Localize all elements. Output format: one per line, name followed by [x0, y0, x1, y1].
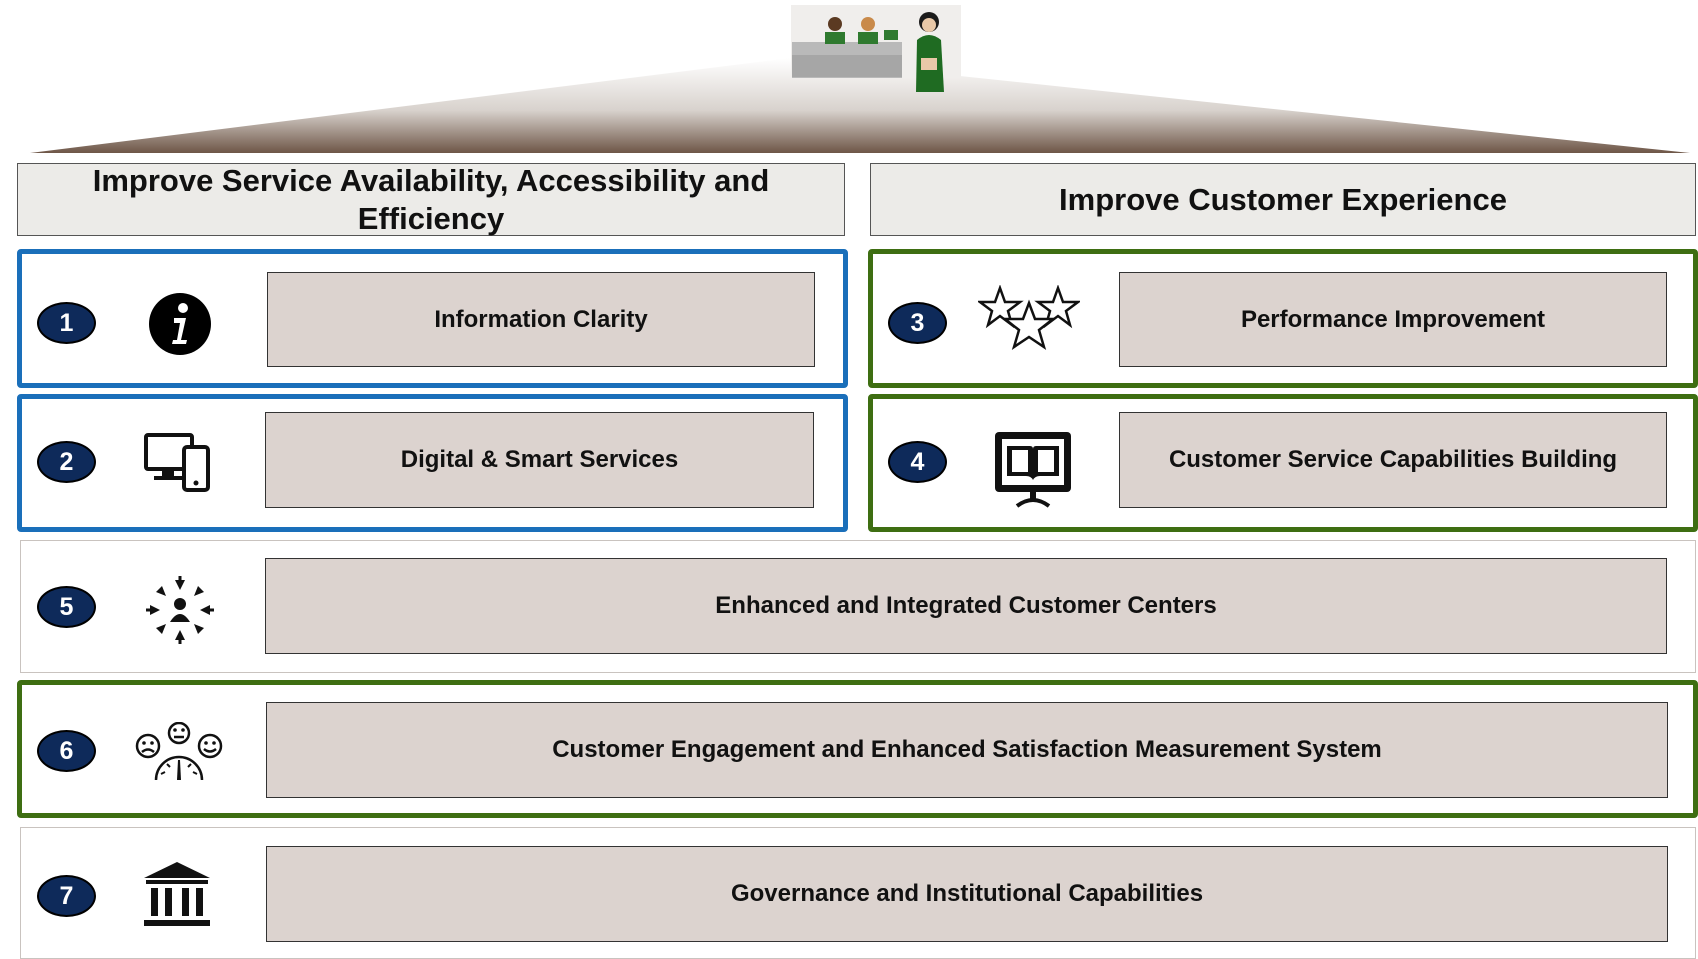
pillar-2-label-box: Digital & Smart Services	[265, 412, 814, 508]
pillar-7-label-box: Governance and Institutional Capabilitie…	[266, 846, 1668, 942]
pillar-4-label: Customer Service Capabilities Building	[1168, 446, 1618, 473]
pillar-5-frame	[20, 540, 1696, 673]
pillar-5-label-box: Enhanced and Integrated Customer Centers	[265, 558, 1667, 654]
header-left: Improve Service Availability, Accessibil…	[17, 163, 845, 236]
pillar-1-label-box: Information Clarity	[267, 272, 815, 367]
pillar-1-label: Information Clarity	[434, 305, 648, 333]
pillar-3-number: 3	[888, 302, 947, 344]
pillar-1-number: 1	[37, 302, 96, 344]
training-board-icon	[993, 430, 1073, 508]
pillar-3-frame	[868, 249, 1698, 388]
pillar-4-label-box: Customer Service Capabilities Building	[1119, 412, 1667, 508]
pillar-6-number: 6	[37, 730, 96, 772]
stars-icon	[978, 285, 1080, 355]
pillar-5-number: 5	[37, 586, 96, 628]
pillar-4-frame	[868, 394, 1698, 532]
pillar-6-label: Customer Engagement and Enhanced Satisfa…	[552, 736, 1382, 763]
header-left-text: Improve Service Availability, Accessibil…	[92, 162, 770, 236]
pillar-3-label: Performance Improvement	[1240, 305, 1546, 333]
devices-icon	[144, 432, 212, 494]
header-right-text: Improve Customer Experience	[1059, 181, 1507, 217]
pillar-2-number: 2	[37, 441, 96, 483]
pillar-3-label-box: Performance Improvement	[1119, 272, 1667, 367]
pillar-6-frame	[17, 680, 1698, 818]
pillar-4-number: 4	[888, 441, 947, 483]
pillar-6-label-box: Customer Engagement and Enhanced Satisfa…	[266, 702, 1668, 798]
customer-service-desk-illustration	[791, 5, 961, 92]
roof-pediment	[30, 5, 1690, 153]
pillar-2-label: Digital & Smart Services	[400, 446, 679, 473]
info-icon	[148, 292, 212, 356]
header-right: Improve Customer Experience	[870, 163, 1696, 236]
pillar-5-label: Enhanced and Integrated Customer Centers	[715, 592, 1217, 619]
institution-icon	[142, 860, 212, 930]
pillar-2-frame	[17, 394, 848, 532]
converging-arrows-person-icon	[144, 574, 216, 646]
pillar-1-frame	[17, 249, 848, 388]
satisfaction-gauge-icon	[134, 722, 224, 782]
pillar-7-number: 7	[37, 875, 96, 917]
pillar-7-label: Governance and Institutional Capabilitie…	[730, 880, 1204, 907]
